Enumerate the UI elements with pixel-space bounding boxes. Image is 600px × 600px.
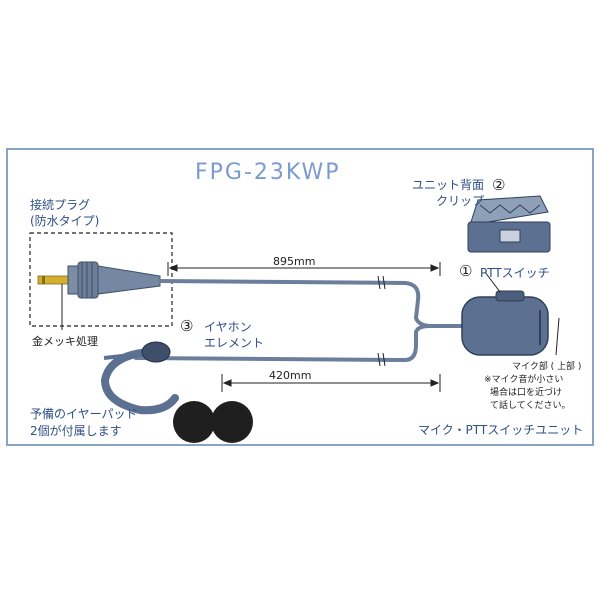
mic-note-line1: ※マイク音が小さい <box>484 375 564 385</box>
clip-label: ユニット背面 <box>412 178 485 192</box>
earphone-label: イヤホン <box>204 320 252 334</box>
earphone-icon <box>100 341 179 415</box>
marker-two: ② <box>492 176 506 194</box>
mic-part-label: マイク部 ( 上部 ) <box>512 362 582 372</box>
mic-ptt-unit-icon <box>461 290 560 356</box>
mic-note-line2: 場合は口を近づけ <box>490 388 563 398</box>
plug-highlight-box <box>29 232 173 327</box>
plug-label-sub: (防水タイプ) <box>30 214 100 228</box>
cable-break-marks <box>377 275 386 367</box>
back-clip-icon <box>467 195 551 253</box>
unit-name-label: マイク・PTTスイッチユニット <box>418 423 584 437</box>
earphone-label-sub: エレメント <box>204 336 265 350</box>
ptt-switch-label: PTTスイッチ <box>480 266 550 280</box>
mic-note-line3: て話してください。 <box>490 401 571 411</box>
marker-three: ③ <box>180 317 194 335</box>
cable-icon <box>134 279 477 363</box>
spare-pads-label: 予備のイヤーパッド <box>30 407 138 421</box>
ear-pad-icon <box>173 401 215 443</box>
cable-length-lower: 420mm <box>269 369 312 382</box>
spare-pads-label-sub: 2個が付属します <box>30 424 122 438</box>
ptt-leader-line <box>484 271 501 293</box>
gold-plating-label: 金メッキ処理 <box>32 335 98 348</box>
cable-length-upper: 895mm <box>273 255 316 268</box>
plug-label: 接続プラグ <box>30 198 91 212</box>
clip-label-sub: クリップ <box>436 194 485 208</box>
connector-plug-icon <box>37 261 161 330</box>
dimension-arrows <box>167 262 441 392</box>
marker-one: ① <box>459 262 473 280</box>
ear-pad-icon <box>211 401 253 443</box>
product-title: FPG-23KWP <box>195 160 341 185</box>
